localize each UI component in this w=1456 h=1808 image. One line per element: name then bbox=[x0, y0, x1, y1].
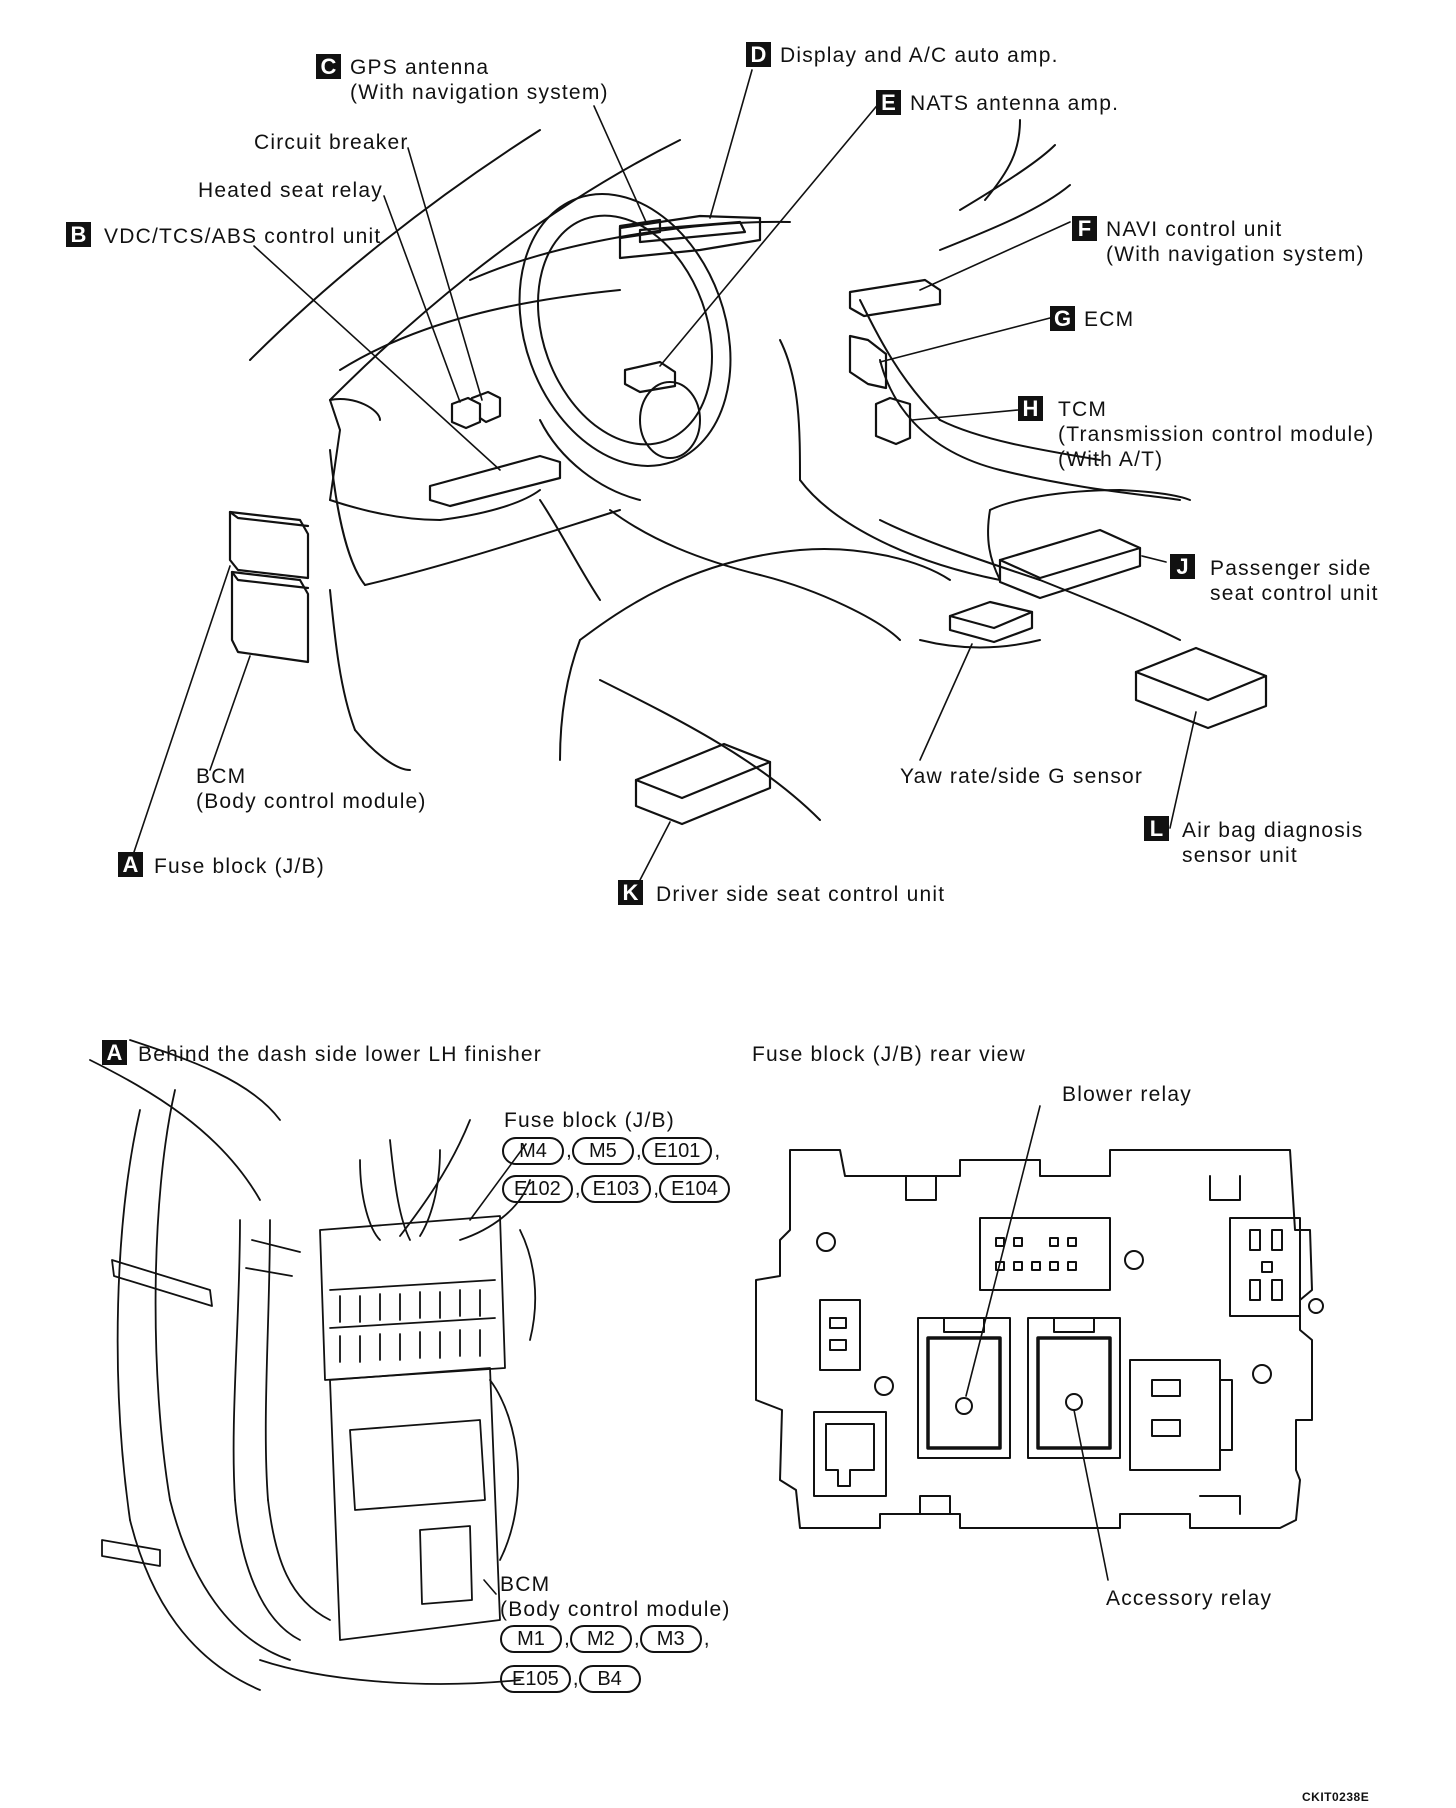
label-bcm-top: BCM (Body control module) bbox=[196, 764, 427, 814]
label-line: (With navigation system) bbox=[350, 81, 609, 104]
label-line: ECM bbox=[1084, 308, 1135, 331]
label-driver-seat-control: Driver side seat control unit bbox=[656, 882, 945, 907]
detail-right-title: Fuse block (J/B) rear view bbox=[752, 1043, 1026, 1066]
label-line: GPS antenna bbox=[350, 56, 490, 79]
connector-badge: B4 bbox=[578, 1665, 641, 1693]
connector-badge: M5 bbox=[571, 1137, 634, 1165]
label-fuse-block-jb: Fuse block (J/B) bbox=[504, 1109, 675, 1132]
label-blower-relay: Blower relay bbox=[1062, 1083, 1192, 1106]
callout-key-k: K bbox=[618, 880, 643, 905]
label-air-bag-diagnosis: Air bag diagnosis sensor unit bbox=[1182, 818, 1364, 868]
callout-key-j: J bbox=[1170, 554, 1195, 579]
label-line: BCM bbox=[500, 1573, 551, 1596]
callout-key-e: E bbox=[876, 90, 901, 115]
callout-key-l: L bbox=[1144, 816, 1169, 841]
label-line: Air bag diagnosis bbox=[1182, 819, 1364, 842]
steering-wheel bbox=[518, 193, 732, 501]
label-line: BCM bbox=[196, 765, 247, 788]
label-fuse-block: Fuse block (J/B) bbox=[154, 854, 325, 879]
callout-key-h: H bbox=[1018, 396, 1043, 421]
bcm-connectors-row-1: M1,M2,M3, bbox=[500, 1624, 710, 1654]
label-line: NATS antenna amp. bbox=[910, 92, 1120, 115]
label-circuit-breaker: Circuit breaker bbox=[254, 131, 409, 154]
label-ecm: ECM bbox=[1084, 307, 1134, 332]
label-nats-antenna-amp: NATS antenna amp. bbox=[910, 91, 1119, 116]
fuse-block-rear-view bbox=[755, 1149, 1324, 1529]
fuse-block-connectors-row-1: M4,M5,E101, bbox=[502, 1136, 720, 1166]
callout-key-a: A bbox=[118, 852, 143, 877]
label-navi-control-unit: NAVI control unit (With navigation syste… bbox=[1106, 217, 1365, 267]
label-line: Fuse block (J/B) bbox=[154, 855, 325, 878]
callout-key-b: B bbox=[66, 222, 91, 247]
label-line: NAVI control unit bbox=[1106, 218, 1283, 241]
label-line: (Transmission control module) bbox=[1058, 423, 1375, 446]
label-line: Passenger side bbox=[1210, 557, 1372, 580]
connector-badge: M3 bbox=[639, 1625, 702, 1653]
connector-badge: E105 bbox=[500, 1665, 571, 1693]
label-gps-antenna: GPS antenna (With navigation system) bbox=[350, 55, 609, 105]
component-boxes bbox=[228, 214, 1268, 826]
label-heated-seat-relay: Heated seat relay bbox=[198, 179, 383, 202]
connector-badge: E101 bbox=[641, 1137, 713, 1165]
connector-badge: M2 bbox=[569, 1625, 632, 1653]
fuse-block-connectors-row-2: E102,E103,E104 bbox=[502, 1174, 732, 1204]
figure-code: CKIT0238E bbox=[1302, 1790, 1370, 1804]
label-line: (Body control module) bbox=[196, 790, 427, 813]
label-bcm-bottom: BCM (Body control module) bbox=[500, 1572, 731, 1622]
label-line: (Body control module) bbox=[500, 1598, 731, 1621]
connector-badge: E104 bbox=[659, 1175, 730, 1203]
label-line: sensor unit bbox=[1182, 844, 1298, 867]
label-vdc-tcs-abs: VDC/TCS/ABS control unit bbox=[104, 224, 381, 249]
label-line: (With A/T) bbox=[1058, 448, 1164, 471]
label-display-ac-amp: Display and A/C auto amp. bbox=[780, 43, 1059, 68]
callout-key-g: G bbox=[1050, 306, 1075, 331]
bcm-connectors-row-2: E105,B4 bbox=[500, 1664, 643, 1694]
connector-badge: E103 bbox=[580, 1175, 652, 1203]
label-line: Display and A/C auto amp. bbox=[780, 44, 1059, 67]
label-line: Driver side seat control unit bbox=[656, 883, 946, 906]
dashboard-outline bbox=[249, 119, 1191, 821]
callout-key-c: C bbox=[316, 54, 341, 79]
dash-detail bbox=[89, 1039, 537, 1691]
leader-lines-bottom-right bbox=[965, 1105, 1109, 1581]
label-line: (With navigation system) bbox=[1106, 243, 1365, 266]
label-line: seat control unit bbox=[1210, 582, 1379, 605]
label-line: VDC/TCS/ABS control unit bbox=[104, 225, 382, 248]
label-accessory-relay: Accessory relay bbox=[1106, 1587, 1273, 1610]
callout-key-f: F bbox=[1072, 216, 1097, 241]
label-yaw-rate-sensor: Yaw rate/side G sensor bbox=[900, 765, 1144, 788]
label-line: TCM bbox=[1058, 398, 1108, 421]
detail-left-title: Behind the dash side lower LH finisher bbox=[138, 1043, 542, 1066]
leader-lines-top bbox=[133, 69, 1197, 881]
connector-badge: M1 bbox=[500, 1625, 562, 1653]
label-tcm: TCM (Transmission control module) (With … bbox=[1058, 397, 1374, 472]
connector-badge: M4 bbox=[502, 1137, 564, 1165]
detail-key-a: A bbox=[102, 1040, 127, 1065]
callout-key-d: D bbox=[746, 42, 771, 67]
connector-badge: E102 bbox=[502, 1175, 573, 1203]
label-passenger-seat-control: Passenger side seat control unit bbox=[1210, 556, 1379, 606]
